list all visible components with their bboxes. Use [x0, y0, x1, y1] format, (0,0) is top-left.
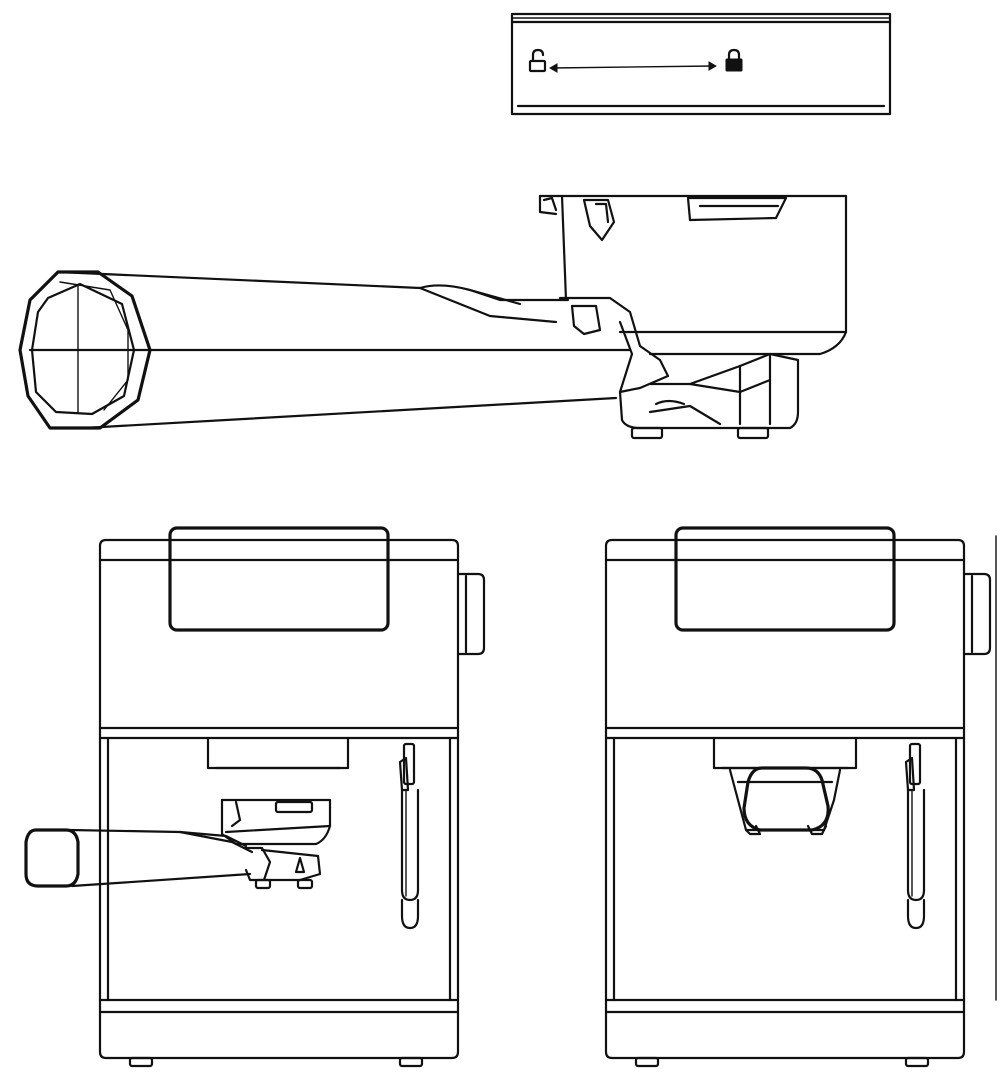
locked-padlock-icon — [725, 48, 743, 72]
brew-head-lock-indicator — [510, 12, 892, 116]
portafilter-handle — [18, 270, 632, 430]
portafilter-end-view — [728, 766, 842, 836]
portafilter-side-view — [18, 194, 848, 440]
filter-basket — [538, 194, 848, 356]
control-panel-right — [674, 526, 896, 632]
machine-front-without-portafilter — [604, 526, 997, 1068]
portafilter-spout-assembly — [558, 296, 800, 440]
control-panel — [168, 526, 390, 632]
steam-wand-right — [904, 742, 926, 930]
unlocked-padlock-icon — [528, 48, 547, 73]
lock-direction-arrow — [548, 61, 718, 73]
steam-wand — [398, 742, 420, 930]
attached-portafilter — [24, 798, 332, 890]
machine-front-with-portafilter — [24, 526, 486, 1068]
